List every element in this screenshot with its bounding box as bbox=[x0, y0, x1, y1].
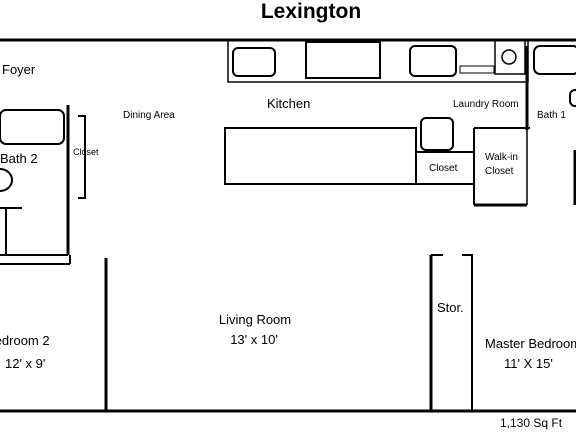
interior-partitions bbox=[104, 254, 473, 411]
walkin-closet-label-line1: Walk-in bbox=[485, 152, 518, 163]
plan-title: Lexington bbox=[261, 0, 361, 23]
bath1-fixtures bbox=[525, 45, 576, 205]
bath1-label: Bath 1 bbox=[537, 110, 566, 121]
living-room-label: Living Room bbox=[219, 312, 291, 327]
bedroom2-dims: 12' x 9' bbox=[5, 356, 45, 371]
kitchen-island bbox=[224, 127, 417, 185]
living-room-dims: 13' x 10' bbox=[230, 332, 278, 347]
kitchen-counter bbox=[227, 39, 529, 83]
bath2-label: Bath 2 bbox=[0, 151, 38, 166]
walkin-closet-walls bbox=[473, 127, 530, 207]
bedroom2-label: Bedroom 2 bbox=[0, 333, 50, 348]
storage-label: Stor. bbox=[437, 300, 464, 315]
master-bedroom-dims: 11' X 15' bbox=[504, 356, 553, 371]
bath2-closet-label: Closet bbox=[73, 147, 99, 157]
walkin-closet-label-line2: Closet bbox=[485, 166, 514, 177]
master-bedroom-label: Master Bedroom bbox=[485, 336, 576, 351]
bath2-walls bbox=[0, 105, 86, 265]
kitchen-closet-label: Closet bbox=[429, 163, 458, 174]
dining-area-label: Dining Area bbox=[123, 110, 175, 121]
laundry-room-label: Laundry Room bbox=[453, 99, 519, 110]
foyer-label: Foyer bbox=[2, 62, 36, 77]
kitchen-label: Kitchen bbox=[267, 96, 310, 111]
square-footage: 1,130 Sq Ft bbox=[500, 416, 563, 430]
laundry-machine bbox=[420, 117, 454, 151]
